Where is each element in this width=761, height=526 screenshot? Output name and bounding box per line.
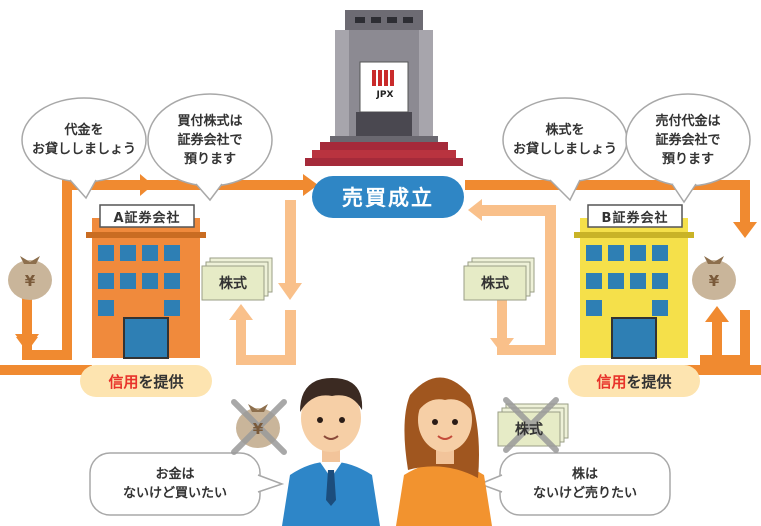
cross-icon [231,399,287,455]
building-icon [86,204,206,359]
building-icon [574,204,694,359]
money-bag-crossed-yen: ¥ [252,420,264,438]
cross-icon [503,397,559,453]
return-arrow-left [229,200,302,365]
credit-highlight: 信用 [596,372,627,391]
return-arrow-right [468,199,556,355]
speech-bubble-icon [21,93,751,516]
bubble-hold-bought-shares: 買付株式は 証券会社で 預ります [177,114,243,167]
firm-b-sign: B証券会社 [601,210,669,226]
firm-b-credit-pill: 信用を提供 [568,365,700,397]
person-icon [396,377,492,526]
credit-rest: を提供 [138,372,184,391]
credit-highlight: 信用 [108,372,139,391]
exchange-logo: JPX [376,90,394,100]
money-bag-icon [692,256,736,300]
bubble-hold-sale-proceeds: 売付代金は 証券会社で 預ります [655,114,721,167]
bubble-lend-shares: 株式を お貸ししましょう [512,123,617,157]
stock-card-crossed: 株式 [515,422,543,438]
bubble-seller-wish: 株は ないけど売りたい [532,467,637,501]
person-icon [282,378,380,526]
bubble-lend-money: 代金を お貸ししましょう [31,123,136,157]
money-bag-icon [8,256,52,300]
bubble-buyer-wish: お金は ないけど買いたい [122,467,227,501]
money-bag-left-yen: ¥ [24,272,36,290]
money-bag-right-yen: ¥ [708,272,720,290]
stock-card-right: 株式 [481,276,509,292]
trade-executed-badge: 売買成立 [312,176,464,218]
stock-certificate-icon [201,257,273,301]
speech-bubble-tails [69,179,697,493]
credit-rest: を提供 [626,372,672,391]
firm-a-sign: A証券会社 [113,210,181,226]
stock-card-left: 株式 [219,276,247,292]
stock-certificate-icon [463,257,535,301]
money-flow-arrow-left [15,296,39,350]
firm-a-credit-pill: 信用を提供 [80,365,212,397]
exchange-building-icon [305,10,463,166]
